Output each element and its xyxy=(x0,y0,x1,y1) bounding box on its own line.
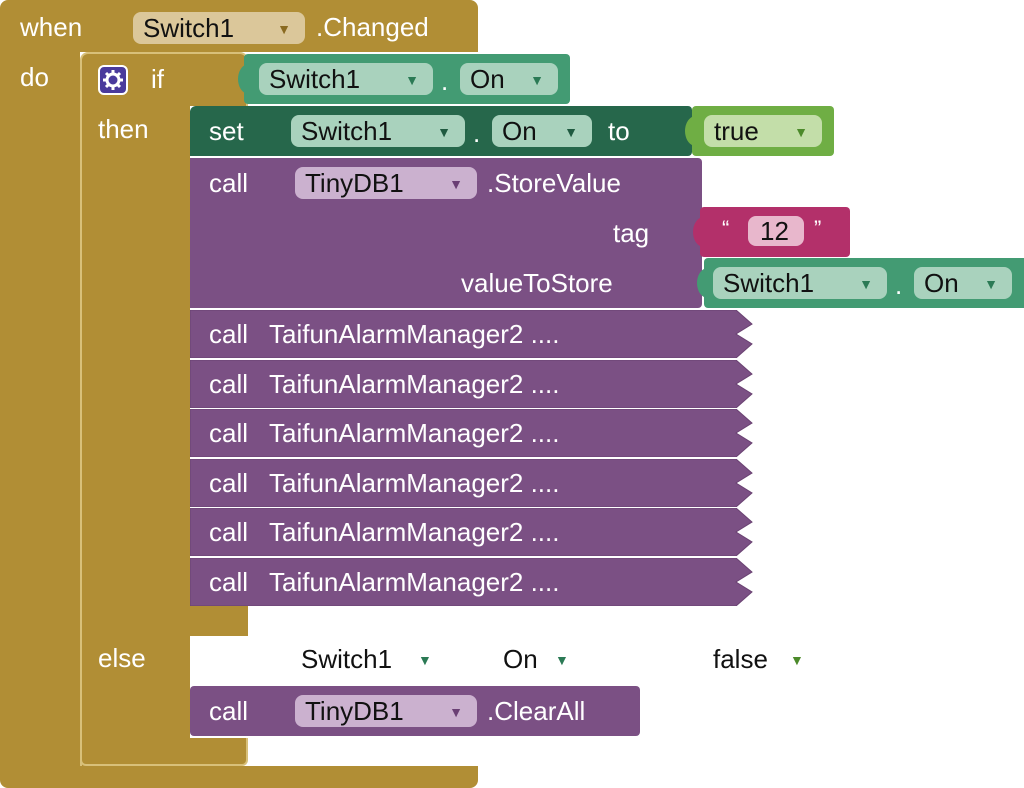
event-block-footer xyxy=(0,766,478,788)
store-value-to-store-label: valueToStore xyxy=(461,268,613,298)
chevron-down-icon: ▼ xyxy=(564,124,578,140)
collapsed-block-shape xyxy=(190,557,753,606)
condition-component-label: Switch1 xyxy=(269,63,361,94)
value-component-dropdown[interactable]: Switch1 ▼ xyxy=(713,267,887,299)
store-call-label: call xyxy=(209,168,249,198)
tag-text-plug xyxy=(693,217,702,247)
else-ghost-value-label: false xyxy=(713,644,768,674)
collapsed-block-shape xyxy=(190,409,753,457)
true-value-label: true xyxy=(714,115,759,146)
alarm-call-block[interactable]: call TaifunAlarmManager2 .... xyxy=(190,359,754,408)
chevron-down-icon: ▼ xyxy=(530,72,544,88)
event-component-dropdown[interactable]: Switch1 ▼ xyxy=(133,12,305,44)
event-block-body-left xyxy=(0,52,80,768)
value-getter-plug xyxy=(697,268,706,298)
else-label: else xyxy=(98,643,146,673)
alarm-call-label: call xyxy=(209,517,249,547)
clear-component-dropdown[interactable]: TinyDB1 ▼ xyxy=(295,695,477,727)
clear-component-label: TinyDB1 xyxy=(305,695,404,726)
chevron-down-icon[interactable]: ▼ xyxy=(418,652,432,668)
chevron-down-icon: ▼ xyxy=(449,176,463,192)
set-component-dropdown[interactable]: Switch1 ▼ xyxy=(291,115,465,147)
alarm-call-label: call xyxy=(209,467,249,498)
alarm-call-method: TaifunAlarmManager2 .... xyxy=(269,467,560,498)
collapsed-block-shape xyxy=(190,458,753,507)
collapsed-block-shape xyxy=(190,310,753,358)
alarm-call-method: TaifunAlarmManager2 .... xyxy=(269,319,560,349)
event-component-label: Switch1 xyxy=(143,12,235,43)
clear-method-label: .ClearAll xyxy=(487,696,586,726)
set-to-label: to xyxy=(608,116,630,146)
event-when-label: when xyxy=(20,12,83,42)
value-component-label: Switch1 xyxy=(723,267,815,298)
chevron-down-icon: ▼ xyxy=(794,124,808,140)
condition-component-dropdown[interactable]: Switch1 ▼ xyxy=(259,63,433,95)
condition-plug xyxy=(238,64,247,94)
alarm-call-block[interactable]: call TaifunAlarmManager2 .... xyxy=(190,310,754,358)
alarm-call-block[interactable]: call TaifunAlarmManager2 .... xyxy=(190,557,754,606)
store-tag-label: tag xyxy=(613,218,650,248)
else-ghost-component-label: Switch1 xyxy=(301,644,393,674)
value-property-dropdown[interactable]: On ▼ xyxy=(914,267,1012,299)
condition-property-label: On xyxy=(470,63,505,94)
collapsed-block-shape xyxy=(190,508,753,556)
true-dropdown[interactable]: true ▼ xyxy=(704,115,822,147)
else-ghost-property-label: On xyxy=(503,644,538,674)
chevron-down-icon: ▼ xyxy=(984,276,998,292)
set-label: set xyxy=(209,116,244,146)
if-block-left-bar xyxy=(80,104,190,766)
set-property-dropdown[interactable]: On ▼ xyxy=(492,115,592,147)
set-component-label: Switch1 xyxy=(301,115,393,146)
alarm-call-label: call xyxy=(209,319,249,349)
mutator-gear-icon[interactable] xyxy=(98,65,128,95)
if-block-then-end xyxy=(190,606,248,636)
tag-text-field[interactable]: 12 xyxy=(748,216,804,246)
value-dot: . xyxy=(895,270,903,300)
clear-call-label: call xyxy=(209,696,249,726)
alarm-call-method: TaifunAlarmManager2 .... xyxy=(269,368,560,399)
store-component-label: TinyDB1 xyxy=(305,167,404,198)
tag-close-quote: ” xyxy=(814,216,822,241)
alarm-call-block[interactable]: call TaifunAlarmManager2 .... xyxy=(190,458,754,507)
true-block-plug xyxy=(685,116,694,146)
alarm-call-block[interactable]: call TaifunAlarmManager2 .... xyxy=(190,508,754,556)
chevron-down-icon[interactable]: ▼ xyxy=(555,652,569,668)
event-name-label: .Changed xyxy=(316,12,429,42)
chevron-down-icon: ▼ xyxy=(437,124,451,140)
event-do-label: do xyxy=(20,62,49,92)
collapsed-block-shape xyxy=(190,359,753,408)
alarm-call-method: TaifunAlarmManager2 .... xyxy=(269,517,560,547)
tag-value: 12 xyxy=(760,215,789,246)
tag-open-quote: “ xyxy=(722,216,730,241)
value-property-label: On xyxy=(924,267,959,298)
condition-property-dropdown[interactable]: On ▼ xyxy=(460,63,558,95)
chevron-down-icon: ▼ xyxy=(859,276,873,292)
store-component-dropdown[interactable]: TinyDB1 ▼ xyxy=(295,167,477,199)
chevron-down-icon[interactable]: ▼ xyxy=(790,652,804,668)
set-dot: . xyxy=(473,118,481,148)
alarm-call-label: call xyxy=(209,566,249,597)
chevron-down-icon: ▼ xyxy=(277,21,291,37)
chevron-down-icon: ▼ xyxy=(405,72,419,88)
alarm-call-method: TaifunAlarmManager2 .... xyxy=(269,418,560,448)
if-block-bottom xyxy=(80,738,248,766)
alarm-call-method: TaifunAlarmManager2 .... xyxy=(269,566,560,597)
set-property-label: On xyxy=(502,115,537,146)
condition-dot: . xyxy=(441,66,449,96)
alarm-call-block[interactable]: call TaifunAlarmManager2 .... xyxy=(190,409,754,457)
alarm-call-label: call xyxy=(209,368,249,399)
if-label: if xyxy=(151,64,164,94)
store-method-label: .StoreValue xyxy=(487,168,621,198)
then-label: then xyxy=(98,114,149,144)
chevron-down-icon: ▼ xyxy=(449,704,463,720)
alarm-call-label: call xyxy=(209,418,249,448)
